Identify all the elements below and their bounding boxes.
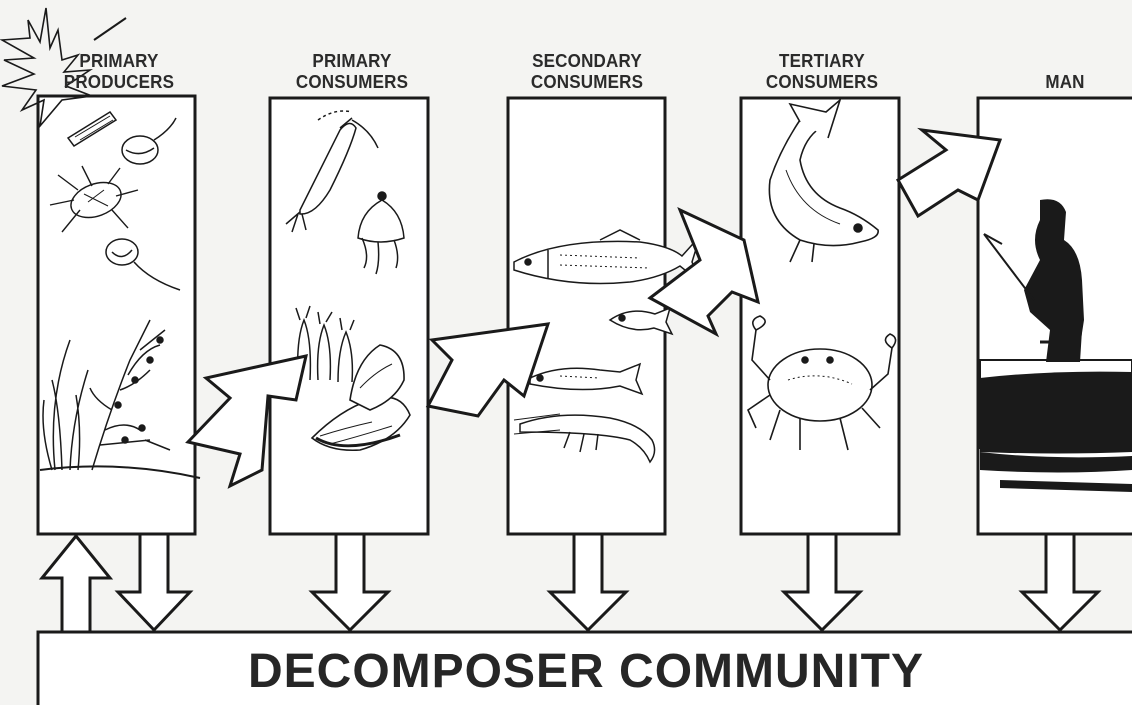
- title-man: MAN: [1014, 50, 1115, 92]
- title-line-2: PRODUCERS: [50, 71, 188, 92]
- title-line-2: MAN: [1014, 71, 1115, 92]
- title-line-1: SECONDARY: [509, 50, 665, 71]
- title-secondary-consumers: SECONDARY CONSUMERS: [509, 50, 665, 92]
- title-line-1: [1014, 50, 1115, 71]
- title-primary-producers: PRIMARY PRODUCERS: [50, 50, 188, 92]
- box-primary-consumers: [270, 98, 428, 534]
- title-line-2: CONSUMERS: [747, 71, 898, 92]
- arrow-decomposers-to-producers: [42, 536, 110, 632]
- title-line-1: PRIMARY: [278, 50, 425, 71]
- arrow-primary-to-decomposers: [312, 534, 388, 630]
- title-line-2: CONSUMERS: [509, 71, 665, 92]
- title-line-1: TERTIARY: [747, 50, 898, 71]
- box-tertiary-consumers: [741, 98, 899, 534]
- title-primary-consumers: PRIMARY CONSUMERS: [278, 50, 425, 92]
- arrow-secondary-to-decomposers: [550, 534, 626, 630]
- decomposer-community-label: DECOMPOSER COMMUNITY: [40, 644, 1132, 700]
- arrow-tertiary-to-decomposers: [784, 534, 860, 630]
- title-line-2: CONSUMERS: [278, 71, 425, 92]
- arrow-producers-to-decomposers: [118, 534, 190, 630]
- title-tertiary-consumers: TERTIARY CONSUMERS: [747, 50, 898, 92]
- title-line-1: PRIMARY: [50, 50, 188, 71]
- arrow-man-to-decomposers: [1022, 534, 1098, 630]
